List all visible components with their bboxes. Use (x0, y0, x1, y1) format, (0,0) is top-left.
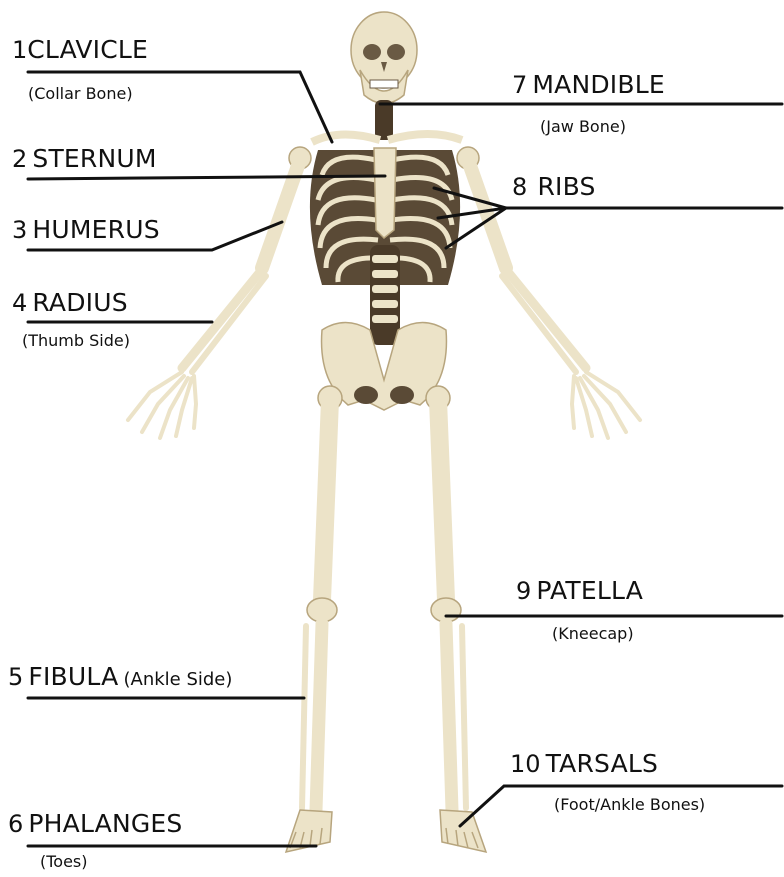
left-clavicle (312, 134, 380, 142)
left-hand (128, 372, 196, 438)
label-number: 2 (12, 145, 27, 173)
label-radius: 4 RADIUS (12, 290, 128, 315)
label-name: CLAVICLE (27, 35, 148, 64)
label-phalanges: 6 PHALANGES (8, 811, 183, 836)
label-tarsals-sub: (Foot/Ankle Bones) (554, 797, 705, 813)
label-name: FIBULA (28, 662, 118, 691)
label-patella: 9 PATELLA (516, 578, 643, 603)
label-name: RIBS (537, 172, 595, 201)
left-ulna (192, 276, 266, 372)
right-clavicle (388, 134, 462, 140)
label-name: MANDIBLE (532, 70, 664, 99)
label-fibula: 5 FIBULA (Ankle Side) (8, 664, 232, 689)
label-fibula-sub: (Ankle Side) (123, 669, 232, 690)
right-fibula (462, 626, 466, 808)
label-number: 7 (512, 71, 527, 99)
label-number: 3 (12, 216, 27, 244)
label-clavicle-sub: (Collar Bone) (28, 86, 133, 102)
label-mandible-sub: (Jaw Bone) (540, 119, 626, 135)
label-number: 8 (512, 173, 527, 201)
cervical-spine (375, 100, 393, 140)
label-number: 4 (12, 289, 27, 317)
right-radius (508, 272, 586, 368)
label-radius-sub: (Thumb Side) (22, 333, 130, 349)
label-name: PATELLA (536, 576, 643, 605)
right-hand (572, 372, 640, 438)
label-name: PHALANGES (28, 809, 182, 838)
label-name: STERNUM (32, 144, 156, 173)
label-number: 10 (510, 750, 541, 778)
label-clavicle: 1CLAVICLE (12, 37, 148, 62)
label-mandible: 7 MANDIBLE (512, 72, 665, 97)
label-number: 1 (12, 36, 27, 64)
right-ulna (502, 276, 576, 372)
label-number: 9 (516, 577, 531, 605)
label-tarsals: 10 TARSALS (510, 751, 658, 776)
label-name: TARSALS (546, 749, 658, 778)
label-number: 6 (8, 810, 23, 838)
right-femur (438, 400, 446, 600)
label-ribs: 8 RIBS (512, 174, 596, 199)
label-number: 5 (8, 663, 23, 691)
left-tibia (316, 624, 322, 810)
label-sternum: 2 STERNUM (12, 146, 157, 171)
sternum (374, 148, 396, 238)
label-name: HUMERUS (32, 215, 159, 244)
label-phalanges-sub: (Toes) (40, 854, 88, 870)
left-radius (182, 272, 260, 368)
label-patella-sub: (Kneecap) (552, 626, 634, 642)
left-fibula (302, 626, 306, 808)
right-tibia (446, 624, 452, 810)
label-name: RADIUS (32, 288, 127, 317)
left-femur (322, 400, 330, 600)
label-humerus: 3 HUMERUS (12, 217, 160, 242)
leader-clavicle (28, 72, 332, 142)
